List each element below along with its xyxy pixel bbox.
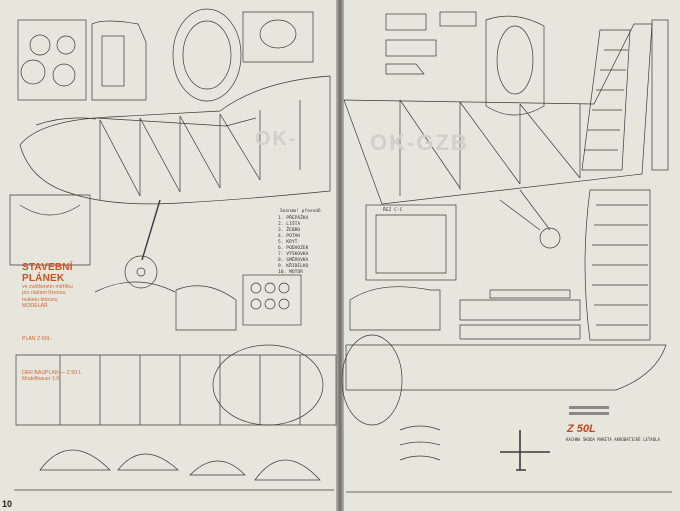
fuselage-side-view bbox=[19, 75, 331, 205]
plan-text-1: ve zvětšeném měřítku bbox=[22, 284, 73, 290]
fuselage-former bbox=[91, 20, 147, 101]
legend-item-5: 5. KRYT bbox=[278, 240, 298, 245]
rib-2 bbox=[117, 453, 179, 471]
plan-text-2: pro rádiem řízenou bbox=[22, 290, 66, 297]
rib-1 bbox=[39, 449, 111, 471]
legend-item-10: 10. MOTOR bbox=[278, 270, 303, 275]
cross-section-label: ŘEZ C-C bbox=[383, 208, 403, 213]
legend-item-6: 6. PODVOZEK bbox=[278, 246, 309, 251]
engine-mount-part bbox=[242, 11, 314, 63]
legend-heading: Seznam! převodů bbox=[280, 207, 321, 214]
rib-3 bbox=[189, 460, 246, 476]
registration-left: OK- bbox=[255, 128, 298, 150]
brand-logo: Z 50L bbox=[567, 423, 596, 435]
legend-item-3: 3. ŽEBRO bbox=[278, 228, 301, 233]
plan-text-7: Modellbauer 1:5 bbox=[22, 376, 60, 383]
plan-text-6: DER BAUPLAN — Z 50 L bbox=[22, 370, 82, 377]
legend-item-8: 8. SMĚROVKA bbox=[278, 258, 309, 263]
instrument-panel bbox=[242, 274, 302, 326]
legend-item-2: 2. LIŠTA bbox=[278, 222, 301, 227]
rib-4 bbox=[254, 459, 321, 481]
plan-title-block: STAVEBNÍ PLÁNEK ve zvětšeném měřítku pro… bbox=[22, 262, 102, 383]
plan-text-5: PLÁN Z-50L: bbox=[22, 335, 52, 342]
registration-right: OK-GZB bbox=[370, 130, 469, 155]
cockpit-canopy-top bbox=[212, 344, 324, 426]
legend-item-7: 7. VÝŠKOVKA bbox=[278, 252, 309, 257]
plan-title: STAVEBNÍ PLÁNEK bbox=[22, 262, 73, 284]
legend-item-1: 1. PŘEPÁŽKA bbox=[278, 216, 309, 221]
left-page-blueprint: Seznam! převodů bbox=[9, 8, 337, 491]
legend-item-9: 9. KŘIDÉLKO bbox=[278, 264, 309, 269]
cowl-front-part bbox=[172, 8, 242, 102]
landing-gear-leg bbox=[141, 199, 161, 261]
left-page bbox=[0, 0, 338, 511]
plan-text-4: MODELÁŘ bbox=[22, 303, 48, 310]
legend-box: Seznam! převodů bbox=[280, 207, 321, 214]
legend-item-4: 4. POTAH bbox=[278, 234, 301, 239]
wing-plan-view bbox=[15, 354, 337, 426]
right-page bbox=[342, 0, 680, 511]
brand-caption: KACHNA ŠKODA MAKETA AKROBATICKÉ LETADLA bbox=[566, 437, 660, 442]
page-number-left: 10 bbox=[2, 499, 13, 509]
firewall-part bbox=[17, 19, 87, 101]
wheel bbox=[124, 255, 158, 289]
book-gutter bbox=[336, 0, 344, 511]
plan-text-3: maketu letounu bbox=[22, 296, 58, 303]
